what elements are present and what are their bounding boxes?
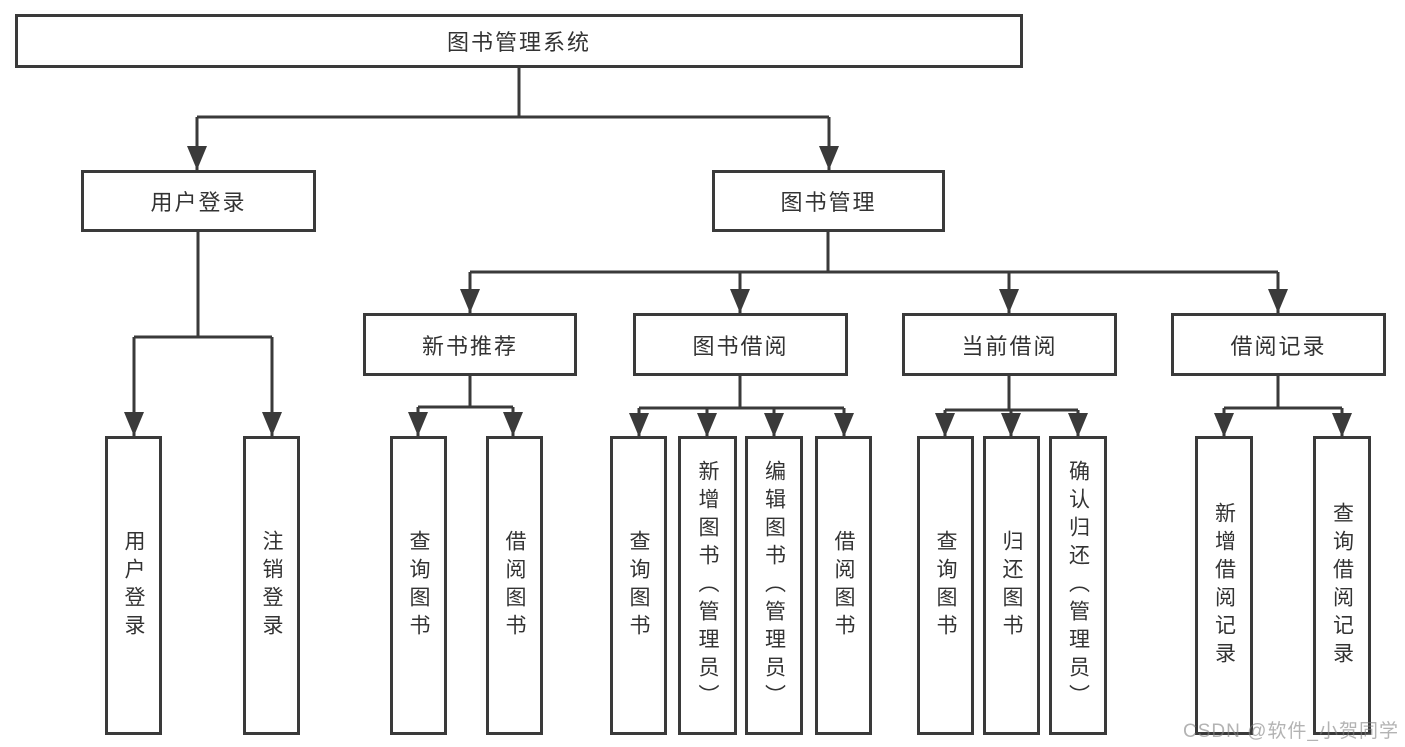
node-book-management: 图书管理 — [712, 170, 945, 232]
leaf-query-books: 查询图书 — [390, 436, 447, 735]
node-label: 图书管理 — [780, 190, 877, 215]
leaf-add-books-admin: 新增图书（管理员） — [678, 436, 737, 735]
leaf-query-borrow-record: 查询借阅记录 — [1313, 436, 1371, 735]
leaf-label: 查询借阅记录 — [1330, 501, 1354, 670]
node-label: 图书管理系统 — [446, 30, 591, 55]
node-label: 当前借阅 — [961, 333, 1058, 359]
leaf-borrow-books: 借阅图书 — [486, 436, 543, 735]
node-label: 借阅记录 — [1230, 333, 1327, 359]
node-library-management-system: 图书管理系统 — [15, 14, 1023, 68]
node-new-book-recommendation: 新书推荐 — [363, 313, 577, 376]
leaf-label: 借阅图书 — [503, 529, 526, 642]
csdn-watermark: CSDN @软件_小贺同学 — [1183, 721, 1399, 742]
arrowhead-icons — [124, 146, 1352, 437]
node-label: 新书推荐 — [421, 333, 518, 359]
leaf-label: 编辑图书（管理员） — [762, 459, 786, 712]
leaf-add-borrow-record: 新增借阅记录 — [1195, 436, 1253, 735]
leaf-label: 借阅图书 — [832, 529, 855, 642]
leaf-label: 用户登录 — [122, 529, 145, 642]
leaf-borrow-books: 借阅图书 — [815, 436, 872, 735]
leaf-label: 确认归还（管理员） — [1066, 459, 1090, 712]
leaf-label: 查询图书 — [407, 529, 430, 642]
node-label: 图书借阅 — [692, 333, 789, 359]
leaf-query-books: 查询图书 — [917, 436, 974, 735]
node-label: 用户登录 — [150, 190, 247, 215]
leaf-edit-books-admin: 编辑图书（管理员） — [745, 436, 803, 735]
leaf-confirm-return-admin: 确认归还（管理员） — [1049, 436, 1107, 735]
node-book-borrowing: 图书借阅 — [633, 313, 848, 376]
node-user-login: 用户登录 — [81, 170, 316, 232]
leaf-label: 查询图书 — [934, 529, 957, 642]
node-borrowing-records: 借阅记录 — [1171, 313, 1386, 376]
leaf-label: 查询图书 — [627, 529, 650, 642]
leaf-label: 新增图书（管理员） — [696, 459, 719, 712]
leaf-user-login: 用户登录 — [105, 436, 162, 735]
leaf-return-books: 归还图书 — [983, 436, 1040, 735]
leaf-label: 注销登录 — [260, 529, 283, 642]
leaf-logout: 注销登录 — [243, 436, 300, 735]
leaf-query-books: 查询图书 — [610, 436, 667, 735]
leaf-label: 归还图书 — [1000, 529, 1023, 642]
leaf-label: 新增借阅记录 — [1212, 501, 1236, 670]
node-current-borrowing: 当前借阅 — [902, 313, 1117, 376]
